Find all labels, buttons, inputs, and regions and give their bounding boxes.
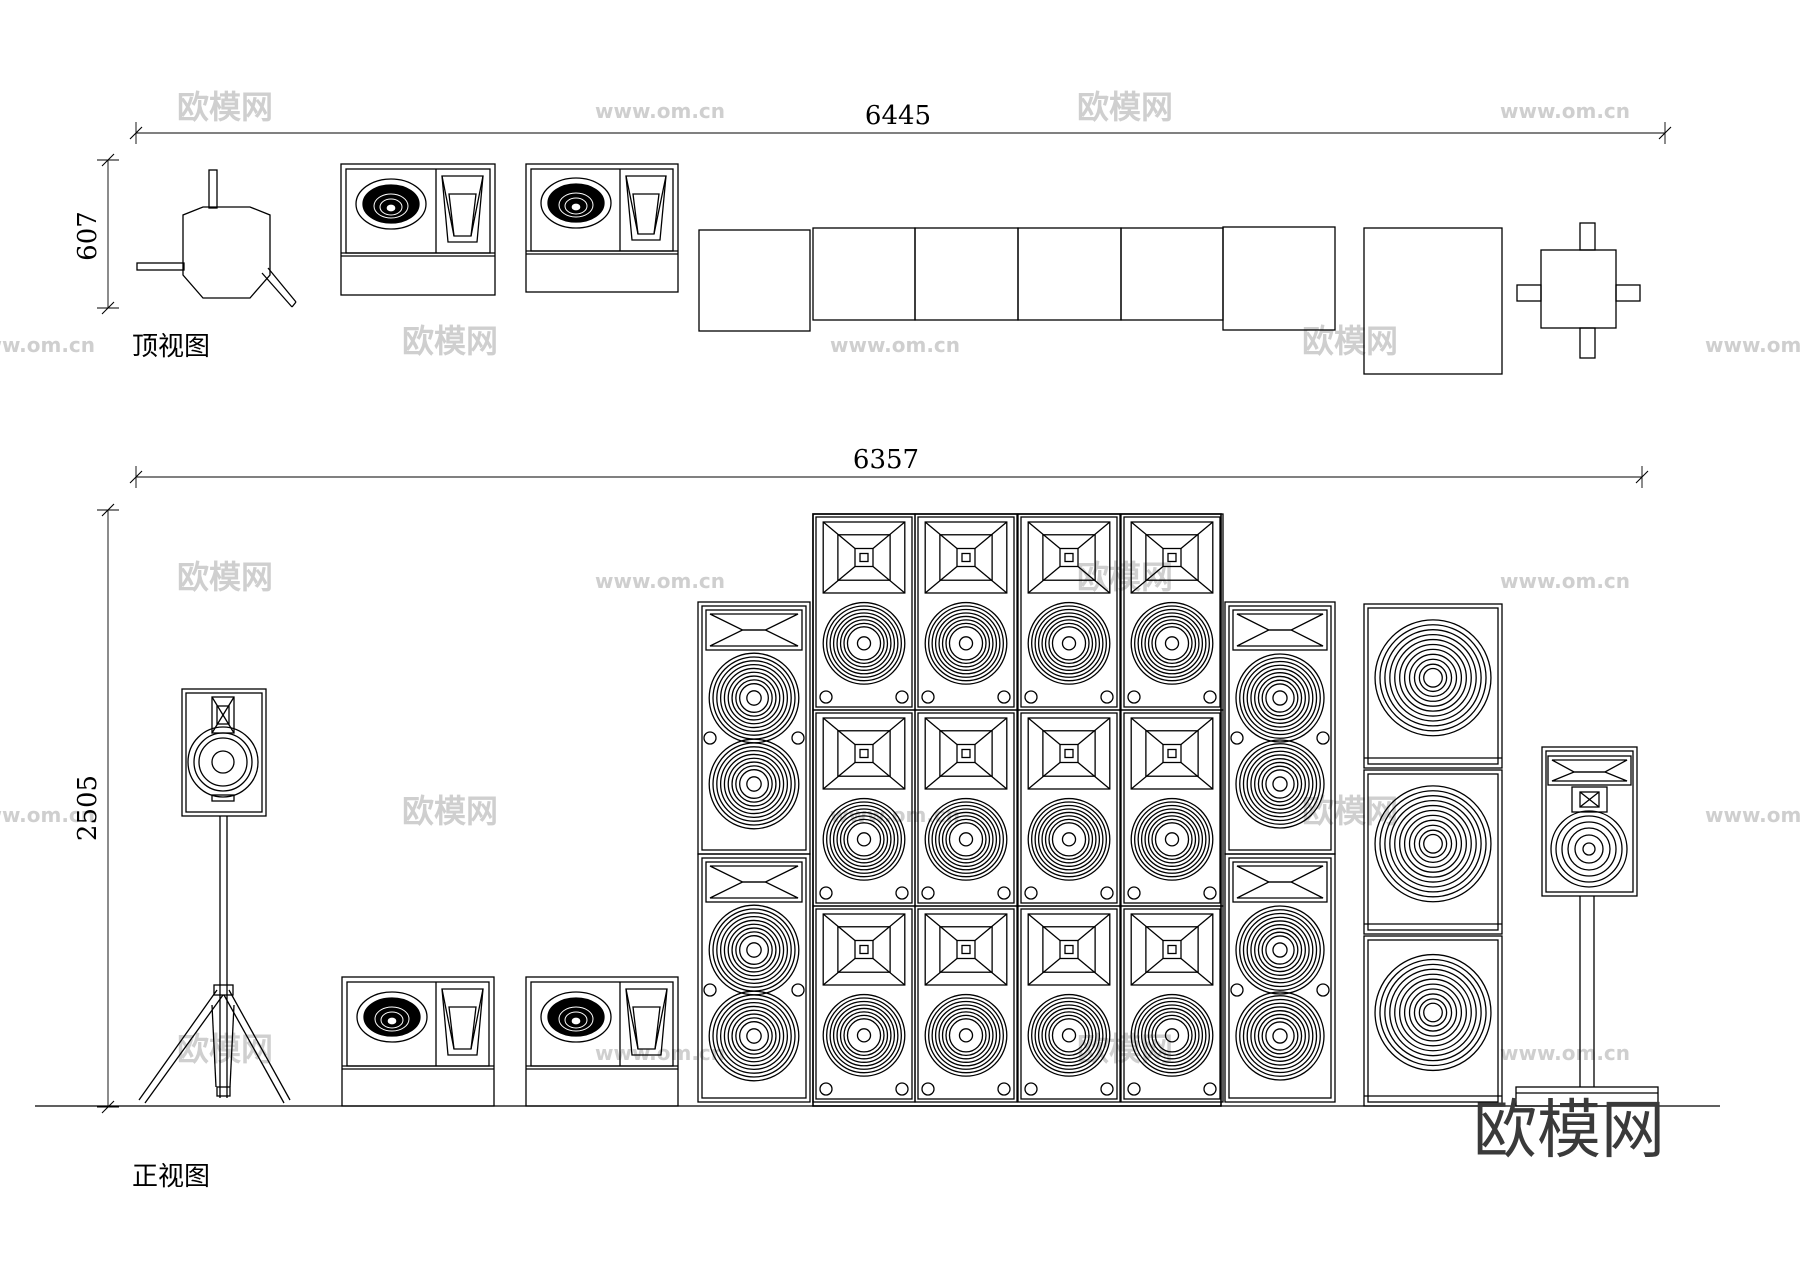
center-speaker-grid [812, 513, 1224, 1107]
stage-monitor-front-1 [341, 976, 495, 1107]
pole-mount-speaker [1515, 746, 1659, 1107]
front-view-label: 正视图 [132, 1162, 210, 1192]
line-array-cabinet [1224, 601, 1336, 855]
array-cabinet-cell [1120, 905, 1224, 1103]
array-cabinet-cell [1120, 513, 1224, 711]
watermark-url: www.om.cn [595, 1041, 725, 1065]
watermark-logo: 欧模网 [177, 558, 273, 596]
array-cabinet-cell [914, 513, 1018, 711]
array-cabinet-cell [1120, 709, 1224, 907]
watermark-logo: 欧模网 [402, 792, 498, 830]
watermark-url: www.om.cn [1500, 569, 1630, 593]
top-height-dimension: 607 [73, 211, 103, 261]
stage-monitor-top-2 [525, 163, 679, 293]
top-view [97, 122, 1672, 375]
subwoofer-stack [1363, 603, 1503, 1107]
tripod-speaker [138, 688, 291, 1104]
watermark-logo: 欧模网 [1302, 322, 1398, 360]
line-array-cabinet [697, 853, 811, 1103]
watermark-url: www.om.cn [1705, 333, 1800, 357]
array-cabinet-cell [1017, 905, 1121, 1103]
watermark-logo: 欧模网 [177, 88, 273, 126]
array-cabinet-cell [1017, 513, 1121, 711]
watermark-url: www.om.cn [595, 99, 725, 123]
corner-watermark-logo: 欧模网 [1473, 1094, 1665, 1168]
front-height-dimension: 2505 [73, 775, 103, 841]
watermark-url: www.om.cn [830, 333, 960, 357]
stage-monitor-front-2 [525, 976, 679, 1107]
watermark-logo: 欧模网 [177, 1030, 273, 1068]
front-width-dimension: 6357 [853, 445, 919, 475]
array-cabinet-cell [812, 905, 916, 1103]
right-speaker-tower [1224, 601, 1336, 1103]
front-view [35, 466, 1720, 1114]
array-cabinet-cell [812, 513, 916, 711]
watermark-url: www.om.cn [595, 569, 725, 593]
subwoofer-cabinet [1363, 603, 1503, 769]
line-array-cabinet [1224, 853, 1336, 1103]
watermark-logo: 欧模网 [402, 322, 498, 360]
watermark-url: www.om.cn [1500, 99, 1630, 123]
watermark-url: www.om.cn [0, 803, 95, 827]
watermark-url: www.om.cn [1500, 1041, 1630, 1065]
array-cabinet-cell [914, 905, 1018, 1103]
left-speaker-tower [697, 601, 811, 1103]
line-array-cabinet [697, 601, 811, 855]
watermark-logo: 欧模网 [1077, 558, 1173, 596]
subwoofer-cabinet [1363, 935, 1503, 1107]
subwoofer-cabinet [1363, 769, 1503, 935]
watermark-url: www.om.cn [1705, 803, 1800, 827]
array-cabinet-cell [1017, 709, 1121, 907]
watermark-logo: 欧模网 [1077, 88, 1173, 126]
top-view-label: 顶视图 [132, 332, 210, 362]
top-width-dimension: 6445 [865, 101, 931, 131]
stage-monitor-top-1 [340, 163, 496, 296]
watermark-url: www.om.cn [0, 333, 95, 357]
